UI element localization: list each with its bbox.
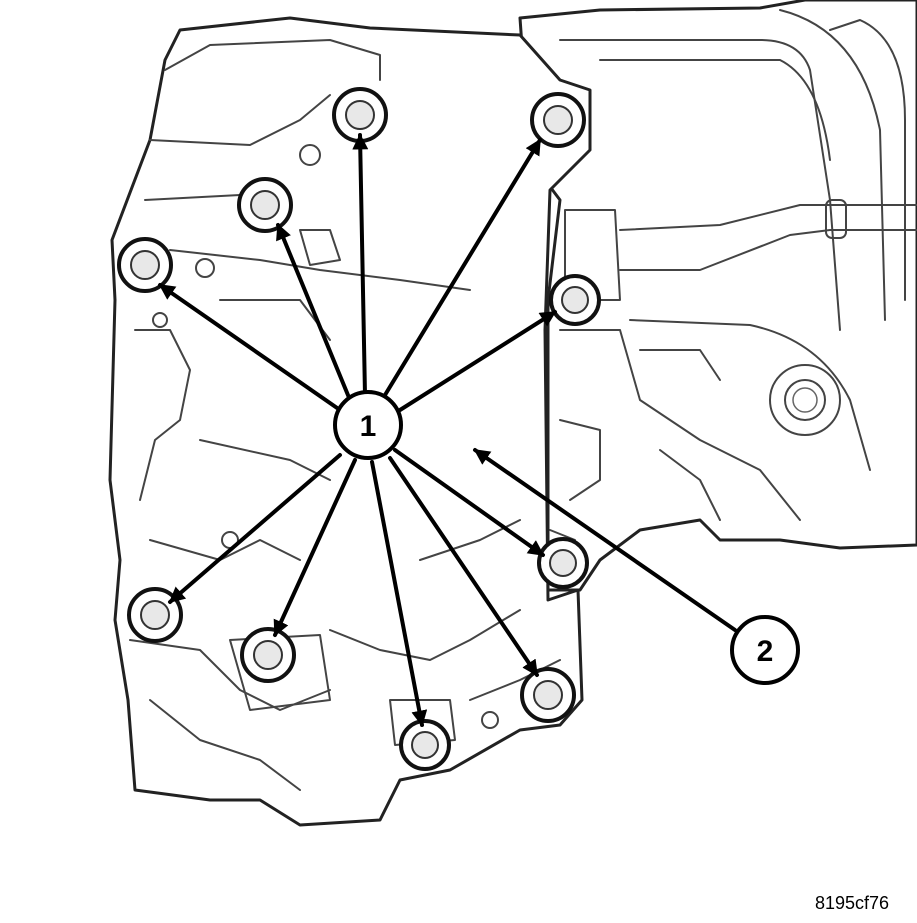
bolt-8 — [240, 627, 296, 683]
bolt-2 — [530, 92, 586, 148]
transmission-case — [518, 0, 917, 592]
bolt-9 — [520, 667, 576, 723]
callout-1-leaders — [158, 133, 557, 727]
callout-2-label: 2 — [757, 635, 774, 668]
figure-code: 8195cf76 — [815, 893, 890, 913]
callout-2: 2 — [730, 615, 800, 685]
bolt-5 — [549, 274, 601, 326]
bolt-10 — [399, 719, 451, 771]
callout-2-leader — [473, 448, 737, 632]
bolt-3 — [237, 177, 293, 233]
bolt-4 — [117, 237, 173, 293]
callout-1: 1 — [333, 390, 403, 460]
callout-1-label: 1 — [360, 410, 377, 443]
bolt-6 — [537, 537, 589, 589]
bolt-group — [117, 87, 601, 771]
